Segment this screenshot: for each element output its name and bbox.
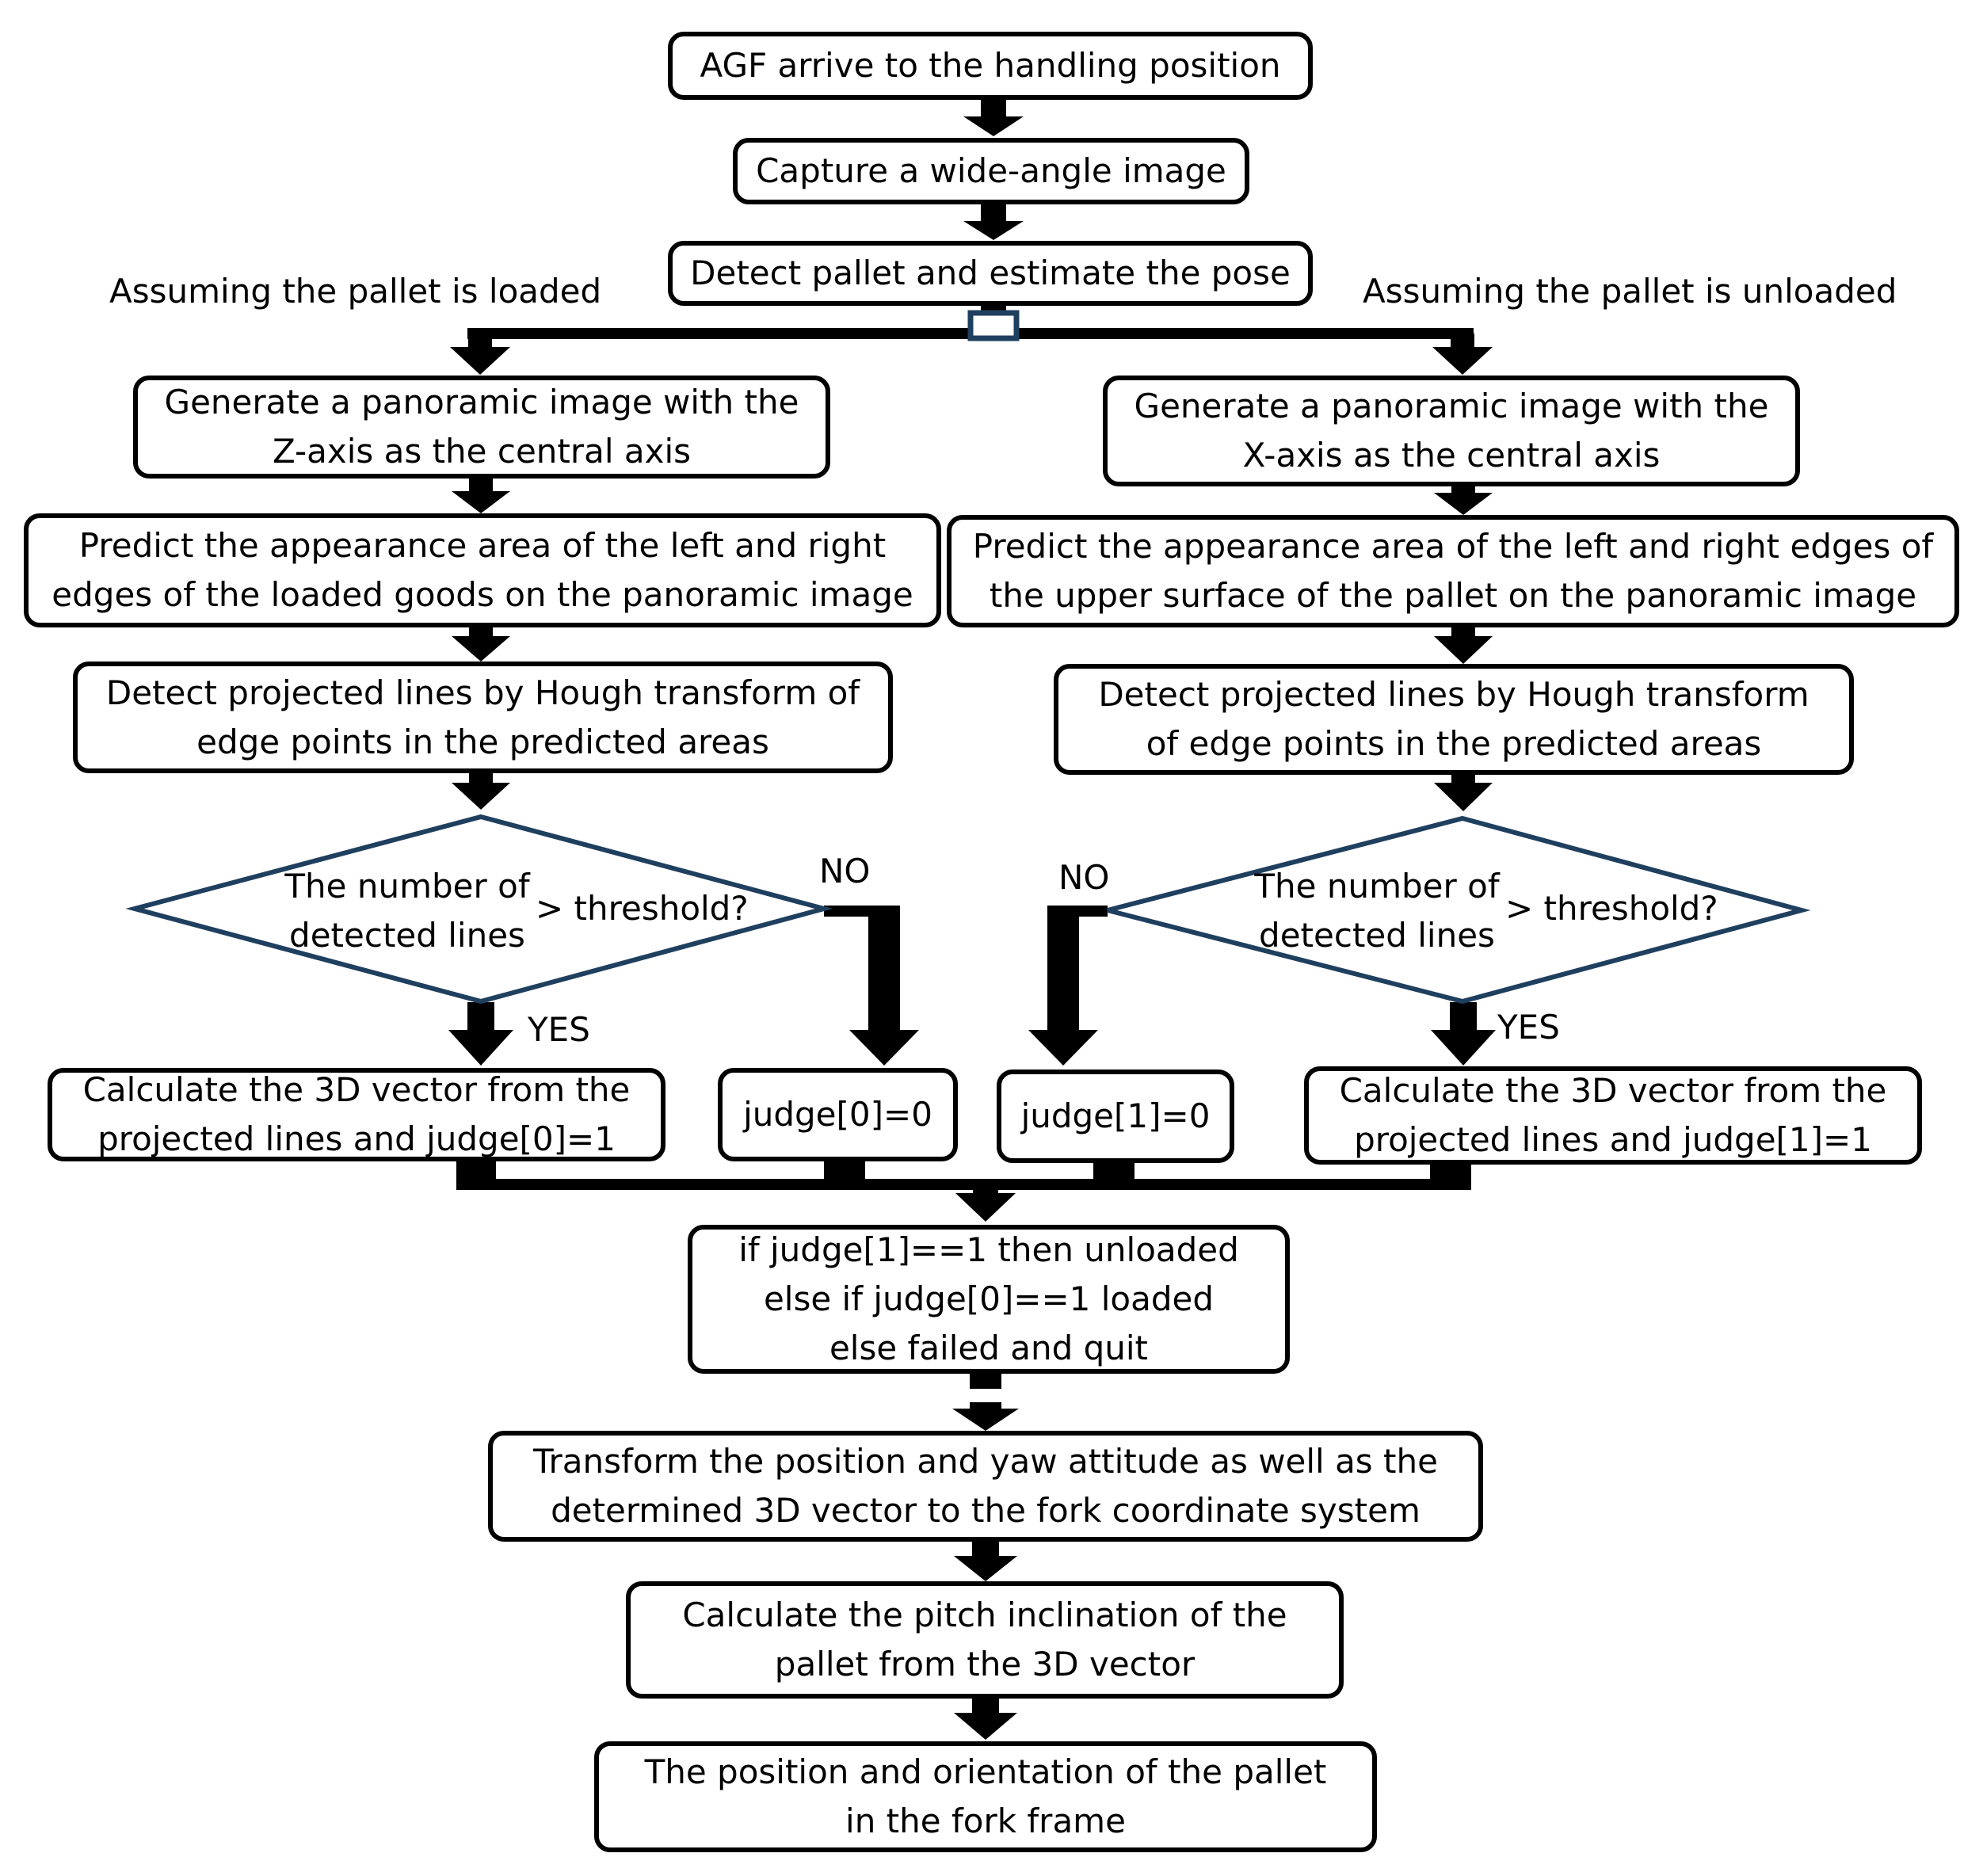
right-hough-box: Detect projected lines by Hough transfor… (1054, 664, 1854, 775)
right-hough-line-1: Detect projected lines by Hough transfor… (1098, 675, 1809, 714)
left-panoramic-line-1: Generate a panoramic image with the (164, 383, 799, 421)
right-predict-line-1: Predict the appearance area of the left … (972, 527, 1934, 566)
start-text: AGF arrive to the handling position (700, 46, 1281, 85)
right-judge-box: judge[1]=0 (997, 1070, 1234, 1163)
arrow-transform-to-pitch (954, 1541, 1017, 1581)
right-predict-box: Predict the appearance area of the left … (947, 515, 1959, 627)
left-panoramic-line-2: Z-axis as the central axis (272, 432, 692, 471)
decide-line-2: else if judge[0]==1 loaded (763, 1279, 1215, 1318)
decision-diamond-left (125, 814, 833, 1005)
left-calc-line-2: projected lines and judge[0]=1 (97, 1119, 616, 1158)
left-decision-line-2: detected lines (289, 916, 525, 955)
result-line-2: in the fork frame (845, 1802, 1126, 1840)
left-judge-box: judge[0]=0 (718, 1068, 958, 1161)
left-predict-box: Predict the appearance area of the left … (24, 513, 941, 627)
right-calc-line-1: Calculate the 3D vector from the (1339, 1071, 1887, 1110)
right-calc-box: Calculate the 3D vector from the project… (1304, 1066, 1922, 1165)
right-decision-line-1: The number of (1254, 867, 1500, 906)
right-calc-line-2: projected lines and judge[1]=1 (1354, 1120, 1872, 1159)
detect-pose-box: Detect pallet and estimate the pose (668, 241, 1313, 306)
right-decision-threshold: > threshold? (1505, 889, 1718, 928)
branch-label-unloaded: Assuming the pallet is unloaded (1363, 272, 1897, 311)
detect-pose-text: Detect pallet and estimate the pose (690, 254, 1291, 292)
right-judge-text: judge[1]=0 (1020, 1096, 1211, 1135)
transform-line-2: determined 3D vector to the fork coordin… (551, 1491, 1421, 1530)
left-predict-line-1: Predict the appearance area of the left … (78, 526, 887, 565)
left-yes-label: YES (528, 1010, 590, 1049)
left-no-label: NO (819, 852, 871, 890)
transform-line-1: Transform the position and yaw attitude … (533, 1442, 1438, 1481)
split-junction-box (967, 310, 1020, 341)
arrow-left-hough-to-decision (452, 772, 510, 810)
decide-line-3: else failed and quit (829, 1329, 1149, 1367)
right-panoramic-box: Generate a panoramic image with the X-ax… (1103, 376, 1800, 486)
arrow-left-decision-no (824, 906, 919, 1066)
arrow-capture-to-detect (963, 204, 1024, 240)
capture-text: Capture a wide-angle image (756, 151, 1226, 190)
decide-box: if judge[1]==1 then unloaded else if jud… (688, 1225, 1290, 1374)
branch-split-connector (450, 305, 1493, 375)
result-line-1: The position and orientation of the pall… (644, 1752, 1327, 1791)
left-calc-line-1: Calculate the 3D vector from the (82, 1070, 631, 1109)
right-decision-question: The number of detected lines (1252, 862, 1502, 960)
arrow-left-panoramic-to-predict (452, 478, 510, 513)
right-predict-line-2: the upper surface of the pallet on the p… (989, 576, 1917, 615)
left-predict-line-2: edges of the loaded goods on the panoram… (51, 575, 913, 614)
merge-connector (456, 1161, 1471, 1222)
left-hough-box: Detect projected lines by Hough transfor… (73, 662, 893, 773)
arrow-right-decision-no (1028, 906, 1108, 1066)
pitch-box: Calculate the pitch inclination of the p… (626, 1581, 1344, 1699)
arrow-left-predict-to-hough (452, 627, 510, 662)
right-no-label: NO (1058, 858, 1110, 897)
left-panoramic-box: Generate a panoramic image with the Z-ax… (133, 376, 830, 479)
left-decision-question: The number of detected lines (282, 862, 532, 960)
left-judge-text: judge[0]=0 (743, 1095, 932, 1134)
start-box: AGF arrive to the handling position (668, 32, 1313, 100)
left-hough-line-2: edge points in the predicted areas (196, 722, 769, 761)
pitch-line-1: Calculate the pitch inclination of the (682, 1596, 1287, 1634)
left-decision-line-1: The number of (284, 867, 530, 906)
arrow-right-panoramic-to-predict (1434, 483, 1493, 515)
left-hough-line-1: Detect projected lines by Hough transfor… (105, 673, 860, 712)
decision-diamond-right (1107, 815, 1811, 1005)
arrow-left-decision-yes (448, 1002, 513, 1066)
right-hough-line-2: of edge points in the predicted areas (1146, 724, 1762, 763)
right-panoramic-line-1: Generate a panoramic image with the (1134, 387, 1769, 425)
arrow-right-hough-to-decision (1434, 775, 1493, 811)
decide-line-1: if judge[1]==1 then unloaded (738, 1230, 1239, 1269)
arrow-pitch-to-result (954, 1698, 1017, 1740)
arrow-right-decision-yes (1431, 1002, 1496, 1066)
left-decision-threshold: > threshold? (536, 889, 749, 928)
capture-box: Capture a wide-angle image (733, 138, 1249, 204)
arrow-right-predict-to-hough (1434, 627, 1493, 664)
arrow-start-to-capture (963, 99, 1024, 136)
branch-label-loaded: Assuming the pallet is loaded (109, 272, 602, 311)
result-box: The position and orientation of the pall… (594, 1741, 1377, 1852)
right-yes-label: YES (1497, 1008, 1560, 1047)
arrow-decide-to-transform (952, 1373, 1019, 1431)
right-panoramic-line-2: X-axis as the central axis (1242, 436, 1661, 475)
pitch-line-2: pallet from the 3D vector (774, 1645, 1196, 1683)
left-calc-box: Calculate the 3D vector from the project… (48, 1068, 665, 1161)
transform-box: Transform the position and yaw attitude … (488, 1431, 1483, 1542)
right-decision-line-2: detected lines (1259, 916, 1495, 955)
